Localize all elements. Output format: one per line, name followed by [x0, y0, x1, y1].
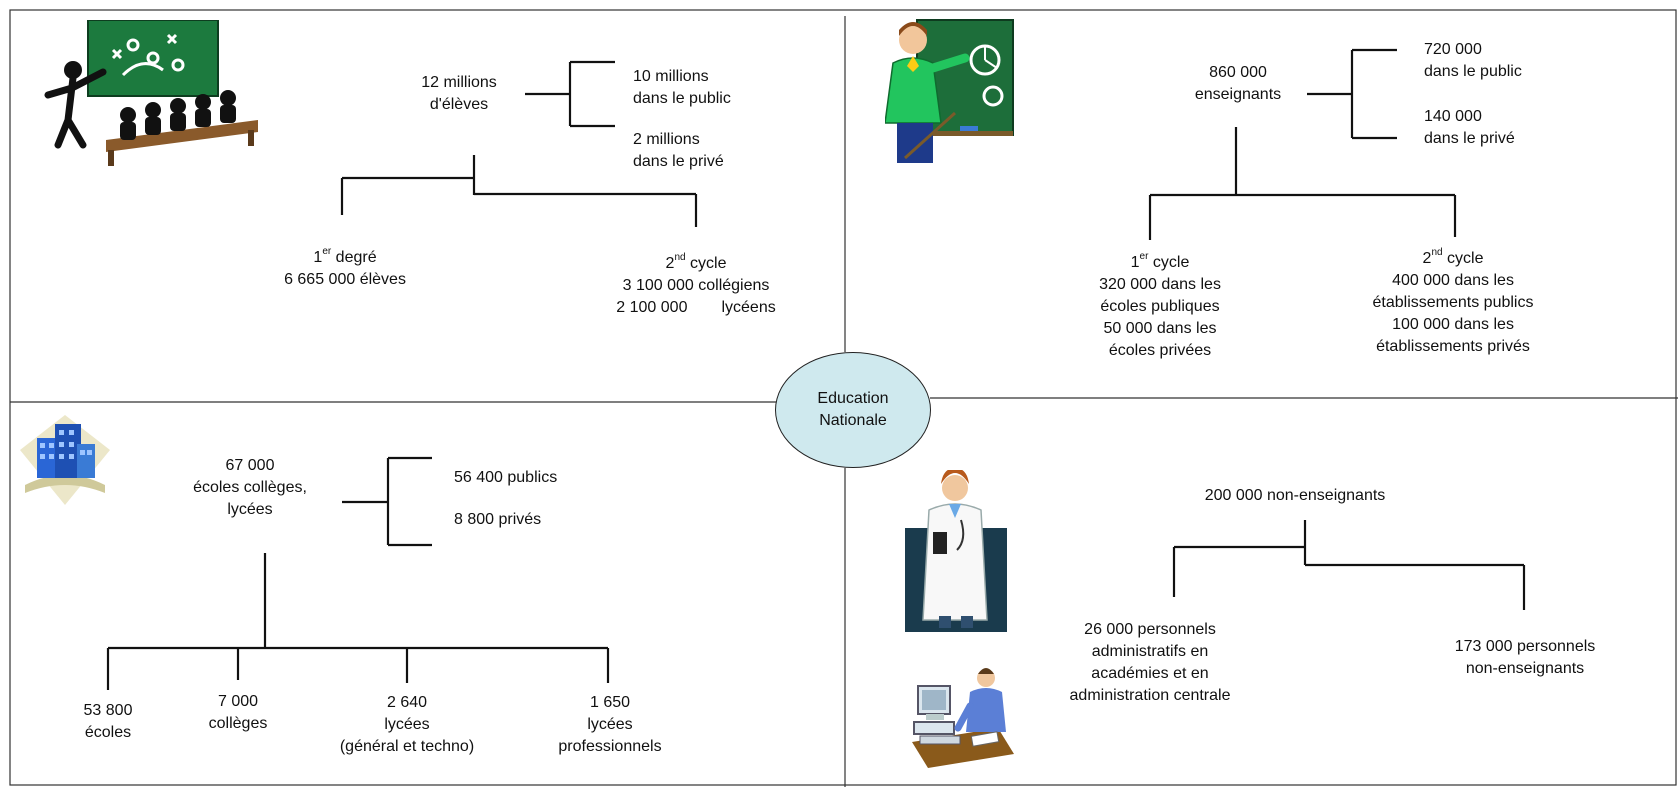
doctor-clipart-icon	[905, 470, 1007, 632]
eleves-prive: 2 millions dans le privé	[633, 131, 724, 170]
enseignants-prive: 140 000 dans le privé	[1424, 108, 1515, 147]
etablissements-total: 67 000 écoles collèges, lycées	[193, 457, 307, 518]
enseignants-public: 720 000 dans le public	[1424, 41, 1522, 80]
center-label-2: Nationale	[819, 412, 887, 429]
classroom-clipart-icon	[44, 20, 258, 166]
office-worker-clipart-icon	[912, 668, 1014, 768]
eleves-total: 12 millions d'élèves	[421, 74, 497, 113]
leaf-ecoles: 53 800 écoles	[83, 702, 133, 741]
leaf-lycees-general: 2 640 lycées (général et techno)	[339, 694, 475, 755]
leaf-colleges: 7 000 collèges	[208, 693, 268, 732]
non-enseignants-total: 200 000 non-enseignants	[1204, 487, 1386, 504]
buildings-clipart-icon	[20, 415, 110, 505]
eleves-second-cycle: 2nd cycle 3 100 000 collégiens 2 100 000…	[616, 251, 776, 316]
enseignants-premier-cycle: 1er cycle 320 000 dans les écoles publiq…	[1099, 250, 1221, 359]
eleves-premier-degre: 1er degré 6 665 000 élèves	[284, 245, 406, 288]
teacher-clipart-icon	[885, 19, 1014, 163]
eleves-public: 10 millions dans le public	[633, 68, 731, 107]
non-enseignants-admin: 26 000 personnels administratifs en acad…	[1069, 621, 1231, 704]
etablissements-prives: 8 800 privés	[454, 511, 542, 528]
enseignants-total: 860 000 enseignants	[1194, 64, 1282, 103]
non-enseignants-autres: 173 000 personnels non-enseignants	[1454, 638, 1596, 677]
enseignants-second-cycle: 2nd cycle 400 000 dans les établissement…	[1372, 246, 1534, 355]
leaf-lycees-professionnels: 1 650 lycées professionnels	[558, 694, 662, 755]
education-nationale-node: Education Nationale	[775, 352, 931, 468]
etablissements-publics: 56 400 publics	[454, 469, 558, 486]
center-label-1: Education	[817, 390, 889, 407]
